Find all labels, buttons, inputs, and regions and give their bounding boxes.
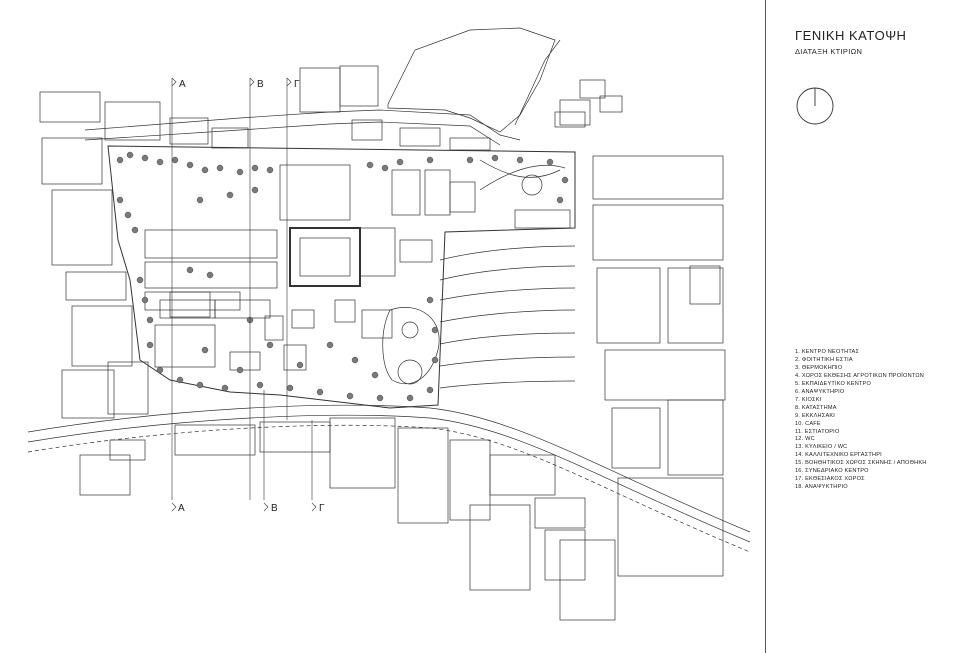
legend-item: 1. ΚΕΝΤΡΟ ΝΕΟΤΗΤΑΣ — [795, 349, 860, 355]
section-marker-top-a: Α — [179, 79, 186, 90]
legend-item: 12. WC — [795, 436, 815, 443]
section-marker-bottom-b: Β — [271, 503, 278, 514]
legend-item: 7. ΚΙΟΣΚΙ — [795, 396, 822, 403]
trees — [116, 151, 569, 402]
legend-item: 4. ΧΩΡΟΣ ΕΚΘΕΣΗΣ ΑΓΡΟΤΙΚΩΝ ΠΡΟΪΟΝΤΩΝ — [795, 372, 924, 379]
section-marker-top-b: Β — [257, 79, 264, 90]
legend-item: 6. ΑΝΑΨΥΚΤΗΡΙΟ — [795, 388, 845, 395]
section-marker-bottom-g: Γ — [319, 503, 325, 514]
section-marker-top-g: Γ — [294, 79, 300, 90]
plan-subtitle: ΔΙΑΤΑΞΗ ΚΤΙΡΙΩΝ — [795, 47, 863, 56]
legend-item: 15. ΒΟΗΘΗΤΙΚΟΣ ΧΩΡΟΣ ΣΚΗΝΗΣ / ΑΠΟΘΗΚΗ — [795, 460, 927, 467]
title-block: ΓΕΝΙΚΗ ΚΑΤΟΨΗ ΔΙΑΤΑΞΗ ΚΤΙΡΙΩΝ — [795, 28, 955, 56]
building-legend: 1. ΚΕΝΤΡΟ ΝΕΟΤΗΤΑΣ 2. ΦΟΙΤΗΤΙΚΗ ΕΣΤΙΑ 3.… — [795, 349, 927, 492]
legend-item: 3. ΘΕΡΜΟΚΗΠΙΟ — [795, 364, 843, 371]
legend-item: 16. ΣΥΝΕΔΡΙΑΚΟ ΚΕΝΤΡΟ — [795, 468, 869, 475]
legend-item: 18. ΑΝΑΨΥΚΤΗΡΙΟ — [795, 484, 848, 491]
legend-item: 17. ΕΚΘΕΣΙΑΚΟΣ ΧΩΡΟΣ — [795, 476, 865, 483]
main-road — [27, 404, 751, 533]
legend-item: 9. ΕΚΚΛΗΣΑΚΙ — [795, 412, 836, 419]
section-marker-bottom-a: Α — [178, 503, 185, 514]
legend-item: 5. ΕΚΠΑΙΔΕΥΤΙΚΟ ΚΕΝΤΡΟ — [795, 380, 872, 387]
plan-title: ΓΕΝΙΚΗ ΚΑΤΟΨΗ — [795, 28, 907, 43]
upper-right-block — [387, 27, 556, 133]
section-lines — [171, 77, 317, 512]
site-boundary — [107, 145, 576, 409]
legend-item: 13. ΚΥΛΙΚΕΙΟ / WC — [795, 444, 848, 451]
north-arrow-icon — [796, 87, 834, 125]
youth-center-building — [289, 227, 361, 287]
sheet-divider — [765, 0, 766, 653]
legend-item: 14. ΚΑΛΛΙΤΕΧΝΙΚΟ ΕΡΓΑΣΤΗΡΙ — [795, 452, 882, 459]
legend-item: 2. ΦΟΙΤΗΤΙΚΗ ΕΣΤΙΑ — [795, 356, 853, 363]
legend-item: 11. ΕΣΤΙΑΤΟΡΙΟ — [795, 428, 840, 435]
legend-item: 10. CAFE — [795, 420, 821, 427]
legend-item: 8. ΚΑΤΑΣΤΗΜΑ — [795, 404, 837, 411]
site-plan-drawing: Α Β Γ Α Β Γ — [27, 27, 751, 621]
upper-road — [84, 109, 521, 141]
